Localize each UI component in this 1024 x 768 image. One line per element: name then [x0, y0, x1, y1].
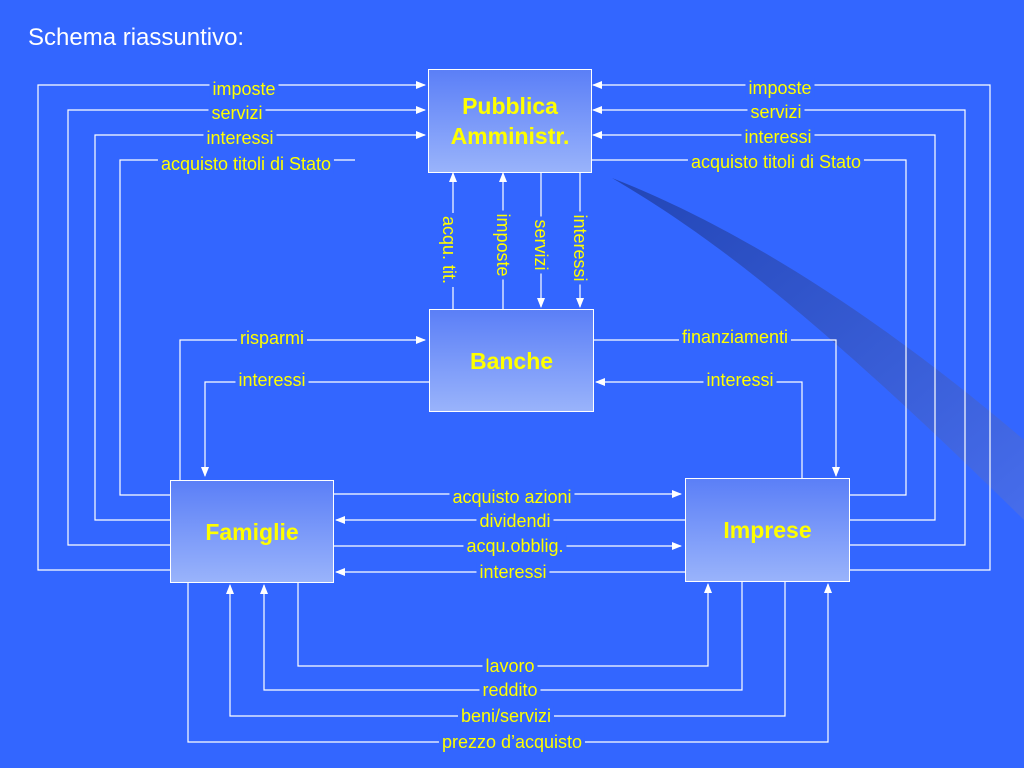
flow-label: interessi	[703, 370, 777, 390]
flow-label: acquisto titoli di Stato	[157, 154, 335, 174]
flow-label: imposte	[493, 210, 513, 280]
flow-label: dividendi	[476, 511, 554, 531]
node-pubblica-amministrazione: Pubblica Amministr.	[428, 69, 592, 173]
flow-label: risparmi	[236, 328, 308, 348]
flow-label: prezzo d’acquisto	[438, 732, 586, 752]
flow-label: interessi	[476, 562, 550, 582]
flow-label: servizi	[747, 102, 805, 122]
flow-label: acquisto titoli di Stato	[687, 152, 865, 172]
flow-label: finanziamenti	[678, 327, 792, 347]
flow-arrow	[592, 339, 840, 477]
slide-title: Schema riassuntivo:	[28, 24, 245, 51]
node-famiglie: Famiglie	[170, 480, 334, 583]
flow-label: reddito	[479, 680, 541, 700]
flow-label: lavoro	[482, 656, 538, 676]
flow-arrow	[595, 378, 803, 478]
flow-label: interessi	[203, 128, 277, 148]
flow-label: acqu.obblig.	[463, 536, 567, 556]
flow-arrow	[179, 336, 426, 480]
flow-label: beni/servizi	[457, 706, 555, 726]
flow-label: servizi	[531, 216, 551, 274]
flow-label: interessi	[741, 127, 815, 147]
flow-label: acquisto azioni	[449, 487, 575, 507]
flow-label: imposte	[209, 79, 279, 99]
node-banche: Banche	[429, 309, 594, 412]
flow-label: imposte	[745, 78, 815, 98]
flow-label: servizi	[208, 103, 266, 123]
flow-arrow	[201, 381, 429, 477]
flow-label: interessi	[235, 370, 309, 390]
node-imprese: Imprese	[685, 478, 850, 582]
flow-label: interessi	[570, 211, 590, 285]
decorative-swoosh	[612, 178, 1024, 520]
flow-label: acqu. tit.	[439, 212, 459, 288]
flow-arrow	[297, 581, 712, 667]
